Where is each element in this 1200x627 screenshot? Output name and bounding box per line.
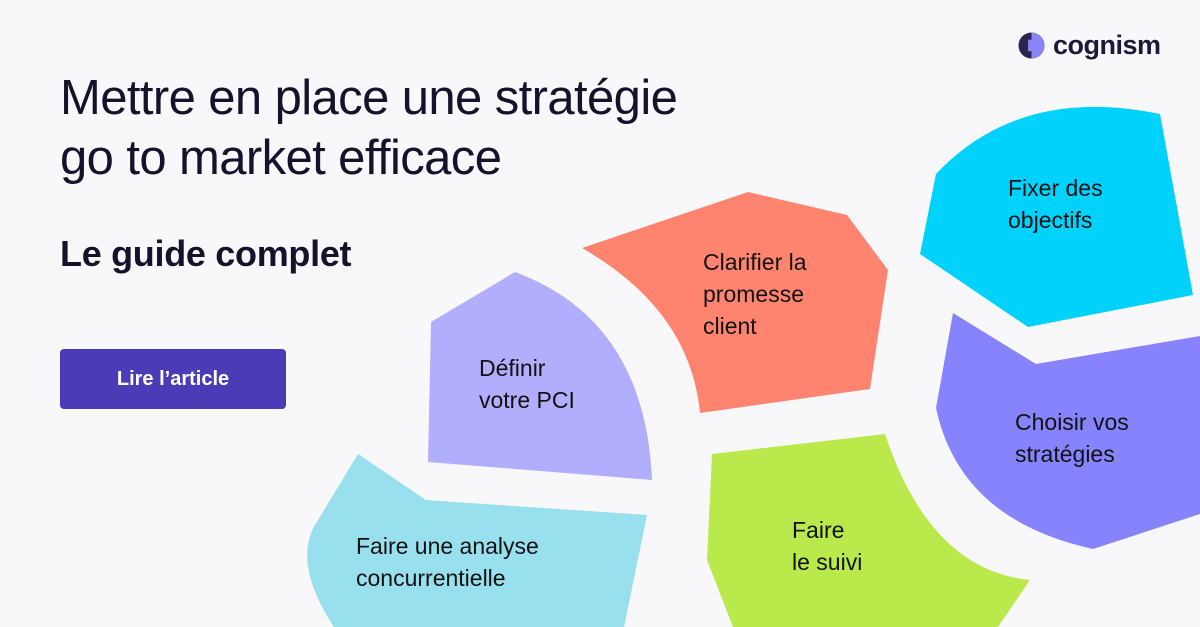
page-title: Mettre en place une stratégie go to mark…: [60, 68, 678, 188]
subtitle: Le guide complet: [60, 233, 352, 274]
shape-clarifier-promesse: [582, 192, 888, 413]
cognism-logo[interactable]: cognism: [1018, 32, 1161, 59]
step-label-fixer: Fixer des objectifs: [1008, 175, 1103, 233]
step-label-clarifier: Clarifier la promesse client: [703, 249, 807, 339]
step-label-definir: Définir votre PCI: [479, 355, 575, 413]
shape-definir-pci: [428, 272, 652, 480]
shape-faire-suivi: [707, 434, 1030, 627]
shape-analyse-concurrentielle: [307, 454, 647, 627]
step-label-choisir: Choisir vos stratégies: [1015, 409, 1129, 467]
shape-choisir-strategies: [936, 313, 1200, 549]
brand-name: cognism: [1053, 30, 1161, 60]
step-label-suivi: Faire le suivi: [792, 517, 863, 575]
title-line-1: Mettre en place une stratégie: [60, 71, 678, 125]
shape-fixer-objectifs: [920, 106, 1193, 327]
step-label-analyse: Faire une analyse concurrentielle: [356, 533, 539, 591]
cognism-logo-icon: [1018, 32, 1045, 59]
title-line-2: go to market efficace: [60, 131, 502, 185]
read-article-button[interactable]: Lire l’article: [60, 349, 286, 409]
